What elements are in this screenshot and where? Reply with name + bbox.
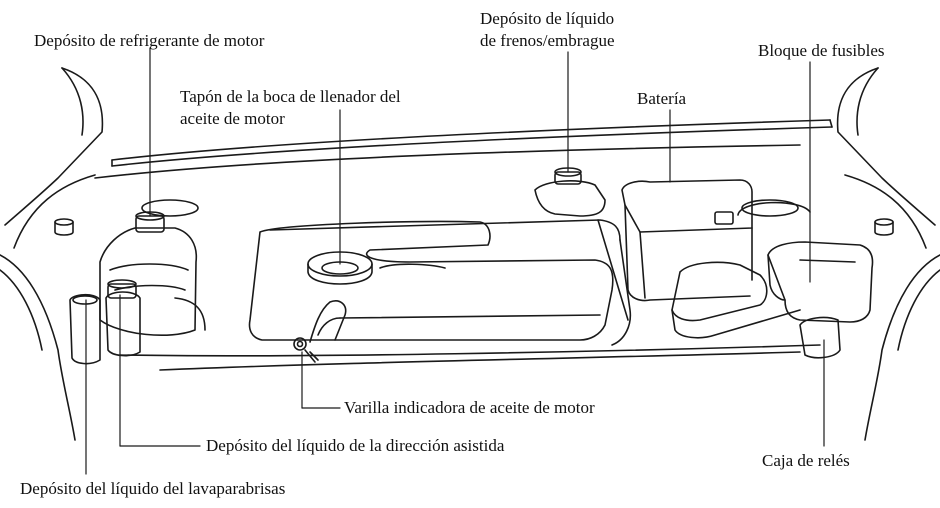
label-dipstick: Varilla indicadora de aceite de motor bbox=[344, 398, 595, 417]
engine-cover-shape bbox=[248, 219, 632, 346]
label-coolant-reservoir: Depósito de refrigerante de motor bbox=[34, 31, 265, 50]
fenders bbox=[0, 174, 940, 441]
coolant-reservoir-shape bbox=[99, 211, 206, 336]
battery-shape bbox=[621, 179, 753, 302]
cowl-trim bbox=[94, 119, 833, 179]
label-fuse-block: Bloque de fusibles bbox=[758, 41, 885, 60]
compartment-floor bbox=[119, 344, 821, 371]
label-relay-box: Caja de relés bbox=[762, 451, 850, 470]
label-washer-reservoir: Depósito del líquido del lavaparabrisas bbox=[20, 479, 286, 498]
fuse-block-shape bbox=[767, 241, 874, 323]
hood-outline bbox=[4, 67, 936, 226]
washer-reservoir-shape bbox=[69, 293, 101, 365]
dipstick-shape bbox=[293, 300, 347, 363]
leader-lines bbox=[85, 47, 825, 475]
relay-box-shape bbox=[671, 261, 841, 359]
brake-clutch-reservoir-shape bbox=[534, 167, 606, 217]
label-brake-clutch-reservoir: Depósito de líquido de frenos/embrague bbox=[480, 9, 615, 50]
power-steering-reservoir-shape bbox=[105, 279, 141, 357]
label-power-steering-reservoir: Depósito del líquido de la dirección asi… bbox=[206, 436, 505, 455]
label-oil-filler-cap: Tapón de la boca de llenador del aceite … bbox=[180, 87, 401, 128]
strut-mounts bbox=[54, 199, 894, 236]
label-battery: Batería bbox=[637, 89, 687, 108]
